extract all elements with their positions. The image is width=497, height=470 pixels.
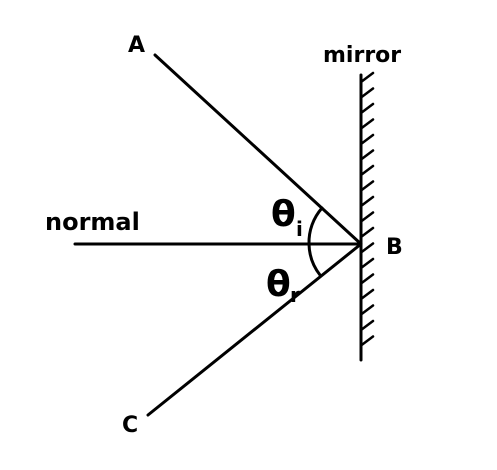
incident-ray-ab <box>153 53 363 246</box>
mirror-hatch-mark <box>359 319 375 332</box>
mirror-hatch-mark <box>359 149 375 161</box>
mirror-hatch-mark <box>359 180 375 192</box>
theta-reflected-symbol: θ <box>266 264 291 305</box>
mirror-hatch-mark <box>359 195 375 208</box>
incident-angle-arc <box>307 206 324 246</box>
reflected-angle-arc <box>307 242 322 277</box>
point-c-label: C <box>122 413 138 438</box>
theta-incident-symbol: θ <box>271 194 296 235</box>
point-a-label: A <box>128 33 145 58</box>
mirror-label: mirror <box>323 43 401 68</box>
mirror-hatch-mark <box>359 257 375 270</box>
mirror-hatch-mark <box>359 164 375 177</box>
mirror-hatching <box>359 71 375 347</box>
mirror-hatch-mark <box>359 87 375 99</box>
normal-label: normal <box>45 208 140 236</box>
mirror-hatch-mark <box>359 273 375 285</box>
mirror-hatch-mark <box>359 211 375 223</box>
point-b-label: B <box>386 235 403 260</box>
mirror-hatch-mark <box>359 102 375 115</box>
mirror-hatch-mark <box>359 118 375 130</box>
mirror-hatch-mark <box>359 304 375 316</box>
mirror-hatch-mark <box>359 133 375 146</box>
mirror-hatch-mark <box>359 226 375 239</box>
theta-incident-subscript: i <box>296 217 303 241</box>
mirror-hatch-mark <box>359 288 375 301</box>
mirror-hatch-mark <box>359 242 375 254</box>
reflected-ray-bc <box>146 242 363 417</box>
mirror-hatch-mark <box>359 71 375 84</box>
mirror-hatch-mark <box>359 335 375 347</box>
theta-reflected-subscript: r <box>290 283 300 307</box>
